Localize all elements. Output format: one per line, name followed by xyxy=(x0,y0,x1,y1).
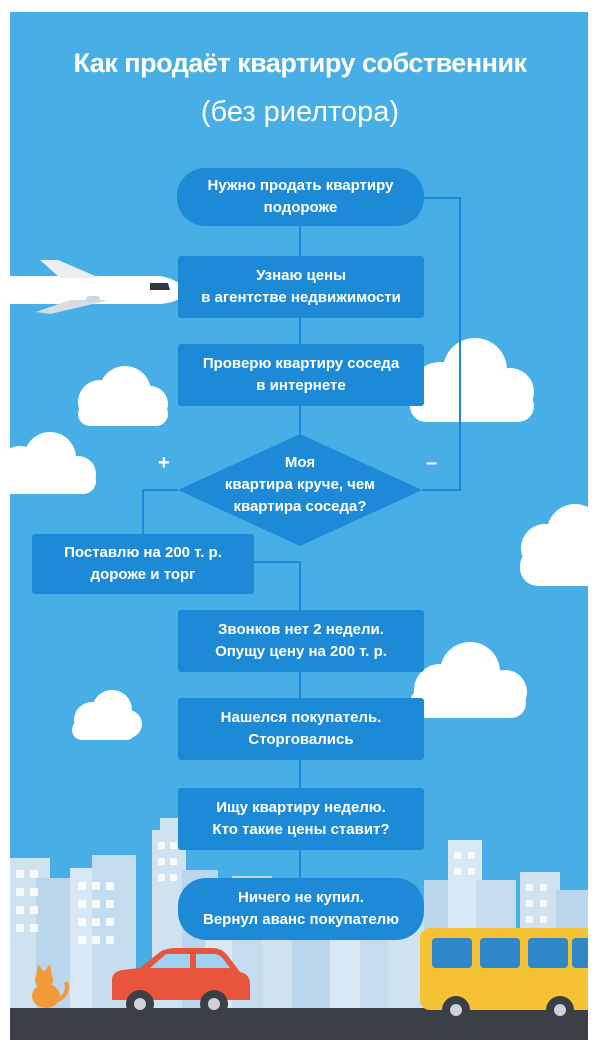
step-check-neighbor-apartment: Проверю квартиру соседа в интернете xyxy=(178,344,424,406)
cloud-icon xyxy=(10,432,96,494)
page-subtitle: (без риелтора) xyxy=(200,96,400,128)
branch-yes-label: + xyxy=(158,452,170,474)
cloud-icon xyxy=(410,642,527,718)
step-lower-price: Звонков нет 2 недели. Опущу цену на 200 … xyxy=(178,610,424,672)
cat-icon xyxy=(32,964,69,1008)
step-end: Ничего не купил. Вернул аванс покупателю xyxy=(178,878,424,940)
step-raise-price: Поставлю на 200 т. р. дороже и торг xyxy=(32,534,254,594)
cloud-icon xyxy=(520,504,588,586)
step-start: Нужно продать квартиру подороже xyxy=(177,168,424,226)
page-title: Как продаёт квартиру собственник xyxy=(73,48,527,78)
cloud-icon xyxy=(78,366,168,426)
step-search-apartment: Ищу квартиру неделю. Кто такие цены став… xyxy=(178,788,424,850)
yellow-bus xyxy=(420,928,588,1024)
decision-label: Моя квартира круче, чем квартира соседа? xyxy=(224,454,376,515)
cloud-icon xyxy=(410,338,534,422)
cloud-icon xyxy=(72,690,142,740)
branch-no-label: – xyxy=(426,452,438,474)
red-car xyxy=(112,948,250,1018)
road xyxy=(10,1008,588,1040)
flowchart-connectors xyxy=(142,197,461,878)
airplane-icon xyxy=(10,260,184,314)
step-buyer-found: Нашелся покупатель. Сторговались xyxy=(178,698,424,760)
step-check-agency-prices: Узнаю цены в агентстве недвижимости xyxy=(178,256,424,318)
decision-diamond xyxy=(178,434,422,546)
